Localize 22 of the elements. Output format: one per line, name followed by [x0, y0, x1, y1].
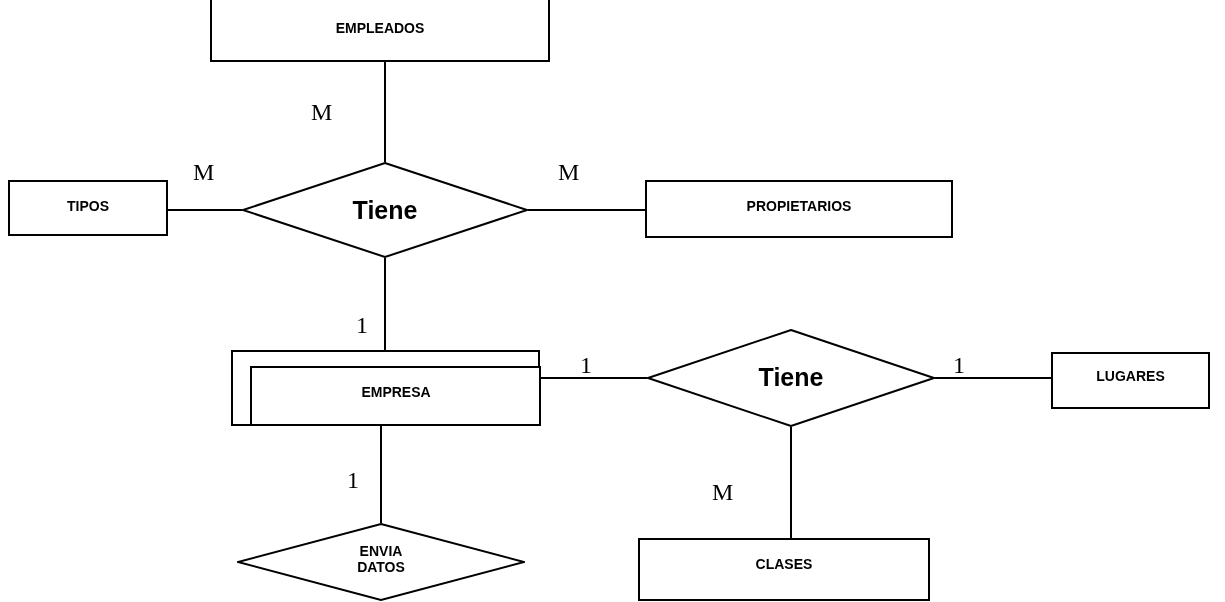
connector-line: [380, 425, 382, 524]
connector-line: [384, 257, 386, 351]
relationship-name: ENVIA DATOS: [356, 543, 406, 576]
entity-name: EMPRESA: [360, 384, 432, 401]
connector-line: [384, 61, 386, 163]
entity-name: EMPLEADOS: [334, 20, 426, 37]
entity-box: [645, 180, 953, 238]
entity-box: [210, 0, 550, 62]
connector-line: [790, 426, 792, 539]
entity-box: [8, 180, 168, 236]
connector-line: [540, 377, 648, 379]
relationship-name: Tiene: [757, 363, 825, 392]
entity-box: [1051, 352, 1210, 409]
relationship-name: Tiene: [351, 196, 419, 225]
entity-name: LUGARES: [1095, 368, 1166, 385]
connector-line: [934, 377, 1052, 379]
connector-line: [167, 209, 243, 211]
connector-line: [527, 209, 646, 211]
entity-box: [638, 538, 930, 601]
entity-name: PROPIETARIOS: [745, 198, 853, 215]
entity-name: CLASES: [754, 556, 814, 573]
entity-name: TIPOS: [66, 198, 110, 215]
